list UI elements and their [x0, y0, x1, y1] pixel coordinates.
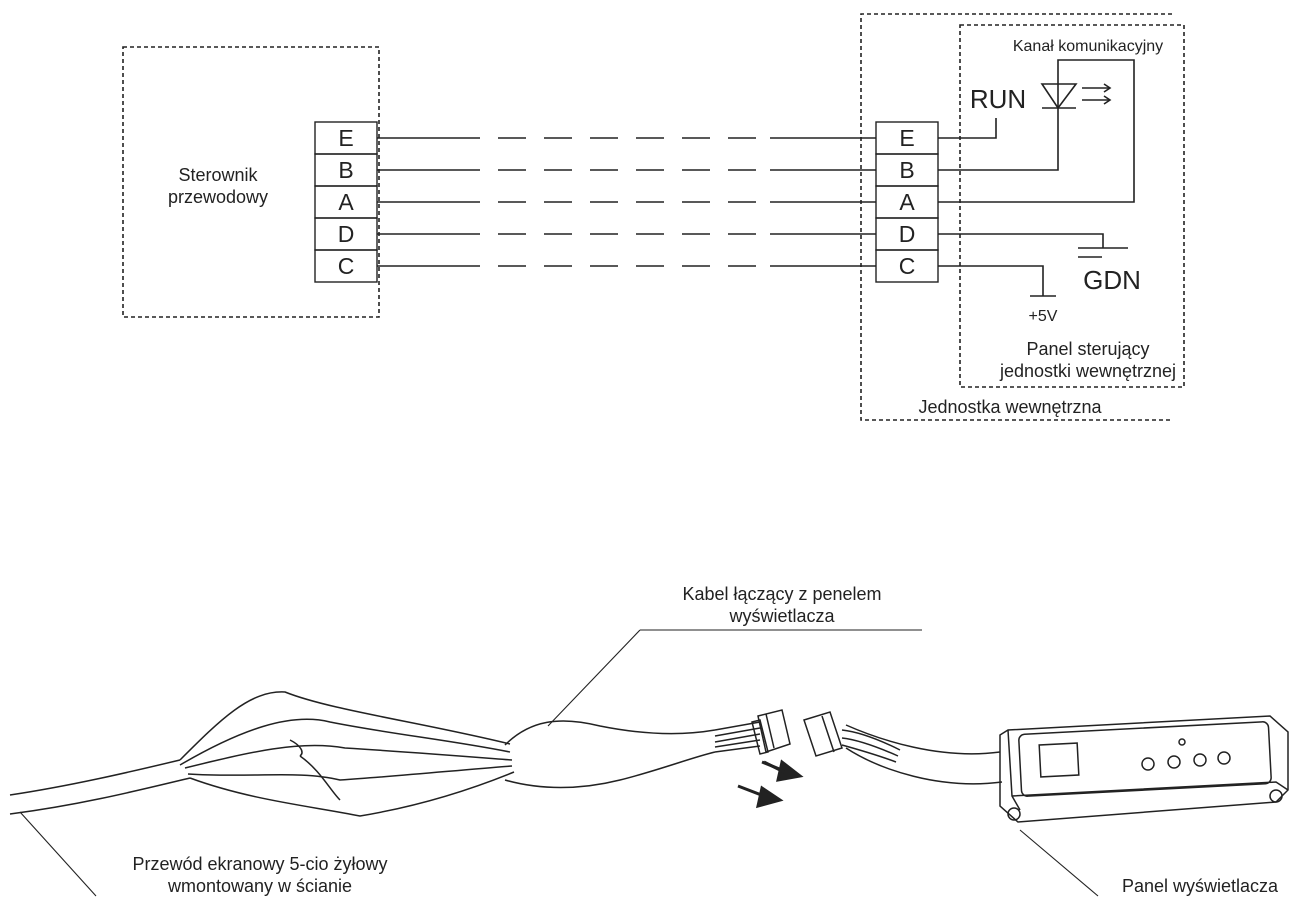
terminal-label: B [338, 157, 353, 183]
terminal-label: C [899, 253, 916, 279]
channel-label: Kanał komunikacyjny [1013, 38, 1163, 55]
display-cable [504, 720, 761, 789]
arrow-icon [763, 760, 787, 775]
ground-label: GDN [1083, 265, 1141, 295]
led-diode-icon [1040, 83, 1112, 110]
terminal-label: C [338, 253, 355, 279]
wall-wire-label: Przewód ekranowy 5-cio żyłowy [132, 854, 387, 874]
arrow-icon [737, 759, 804, 809]
terminal-label: D [899, 221, 916, 247]
controller-label: Sterownik [178, 165, 258, 185]
connecting-wires [377, 137, 876, 267]
wall-wire-label: wmontowany w ścianie [167, 876, 352, 896]
run-label: RUN [970, 84, 1026, 114]
socket-connector [803, 711, 901, 763]
cable-label: wyświetlacza [728, 606, 835, 626]
panel-circuit [938, 59, 1135, 297]
control-panel-box [959, 24, 1185, 388]
wall-cable [9, 691, 515, 817]
panel-label: Panel sterujący [1026, 339, 1149, 359]
label-leaders [19, 629, 1099, 897]
controller-label: przewodowy [168, 187, 268, 207]
cable-label: Kabel łączący z penelem [682, 584, 881, 604]
terminal-label: B [899, 157, 914, 183]
controller-box [122, 46, 380, 318]
plug-connector [751, 709, 791, 755]
panel-label: jednostki wewnętrznej [999, 361, 1176, 381]
terminal-label: A [899, 189, 915, 215]
indoor-unit-box [860, 13, 1172, 421]
terminal-label: E [899, 125, 914, 151]
display-panel-label: Panel wyświetlacza [1122, 876, 1279, 896]
display-panel-device [999, 715, 1289, 823]
terminal-label: E [338, 125, 353, 151]
terminal-label: A [338, 189, 354, 215]
panel-lead [845, 724, 1003, 785]
indoor-unit-label: Jednostka wewnętrzna [918, 397, 1102, 417]
plus5v-label: +5V [1029, 308, 1058, 325]
terminal-label: D [338, 221, 355, 247]
